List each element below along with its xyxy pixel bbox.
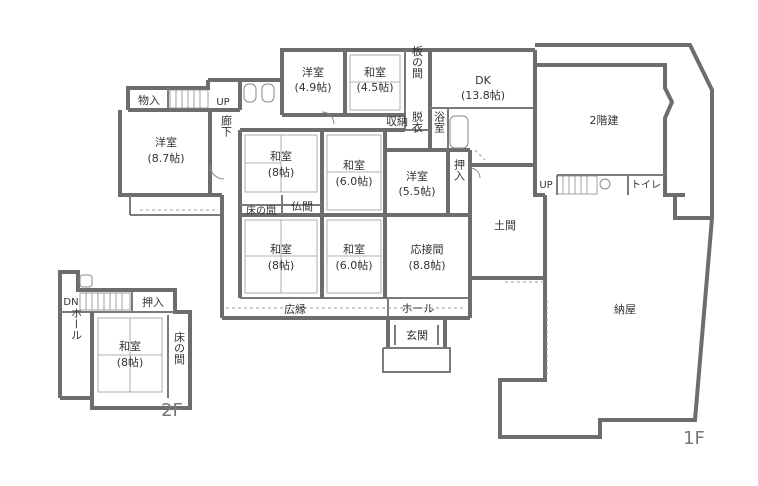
floor-label-1f: 1F bbox=[683, 428, 705, 449]
room-dk-size: (13.8帖) bbox=[461, 89, 505, 102]
room-washitsu-6-top-name: 和室 bbox=[343, 158, 365, 172]
room-yoshitsu-55-name: 洋室 bbox=[406, 169, 428, 183]
room-genkan: 玄関 bbox=[406, 328, 428, 342]
details-1f bbox=[140, 54, 611, 378]
room-doma: 土間 bbox=[494, 219, 516, 232]
room-oshiire-1f: 押入 bbox=[453, 158, 466, 181]
room-washitsu-2f-name: 和室 bbox=[119, 339, 141, 353]
room-hiroen: 広縁 bbox=[284, 302, 306, 316]
room-yoshitsu-55-size: (5.5帖) bbox=[398, 185, 435, 198]
room-tokonoma-2f: 床の間 bbox=[173, 330, 186, 365]
room-nikaidate: 2階建 bbox=[590, 113, 619, 127]
room-washitsu-45-size: (4.5帖) bbox=[356, 81, 393, 94]
floor-label-2f: 2F bbox=[161, 400, 183, 421]
room-washitsu-6-bottom-name: 和室 bbox=[343, 242, 365, 256]
labels-2f: DN 押入 ホール 和室 (8帖) 床の間 bbox=[63, 295, 185, 369]
room-datsui: 脱衣 bbox=[411, 110, 424, 133]
room-tokonoma-1f: 床の間 bbox=[246, 204, 276, 217]
stair-up-right: UP bbox=[539, 180, 552, 191]
room-oshiire-2f: 押入 bbox=[142, 295, 164, 309]
room-hall-1f: ホール bbox=[402, 302, 435, 315]
room-hall-2f: ホール bbox=[70, 307, 83, 340]
labels-1f: 洋室 (4.9帖) 和室 (4.5帖) 板の間 DK (13.8帖) 2階建 物… bbox=[138, 44, 661, 342]
room-naya: 納屋 bbox=[614, 303, 636, 316]
room-washitsu-8-bottom-name: 和室 bbox=[270, 242, 292, 256]
room-dk-name: DK bbox=[475, 74, 491, 87]
room-washitsu-6-bottom-size: (6.0帖) bbox=[335, 259, 372, 272]
room-yokushitsu: 浴室 bbox=[433, 111, 446, 133]
room-washitsu-8-top-name: 和室 bbox=[270, 149, 292, 163]
room-butsuma: 仏間 bbox=[291, 200, 313, 213]
stair-up-left: UP bbox=[216, 97, 229, 108]
room-washitsu-8-bottom-size: (8帖) bbox=[268, 259, 295, 272]
room-itanoma: 板の間 bbox=[411, 44, 424, 79]
room-monoire: 物入 bbox=[138, 93, 160, 107]
walls-2f bbox=[58, 270, 192, 410]
room-toilet: トイレ bbox=[631, 180, 661, 191]
room-yoshitsu-49-size: (4.9帖) bbox=[294, 81, 331, 94]
room-yoshitsu-87-name: 洋室 bbox=[155, 135, 177, 149]
room-osetsuma-size: (8.8帖) bbox=[408, 259, 445, 272]
room-washitsu-45-name: 和室 bbox=[364, 65, 386, 79]
room-washitsu-8-top-size: (8帖) bbox=[268, 166, 295, 179]
room-yoshitsu-49-name: 洋室 bbox=[302, 65, 324, 79]
room-washitsu-2f-size: (8帖) bbox=[117, 356, 144, 369]
room-osetsuma-name: 応接間 bbox=[411, 242, 444, 256]
corridor-roka: 廊下 bbox=[220, 114, 233, 138]
room-washitsu-6-top-size: (6.0帖) bbox=[335, 175, 372, 188]
stair-dn: DN bbox=[63, 297, 78, 308]
room-yoshitsu-87-size: (8.7帖) bbox=[147, 152, 184, 165]
room-shuno: 収納 bbox=[386, 115, 408, 128]
walls-1f bbox=[118, 43, 714, 439]
